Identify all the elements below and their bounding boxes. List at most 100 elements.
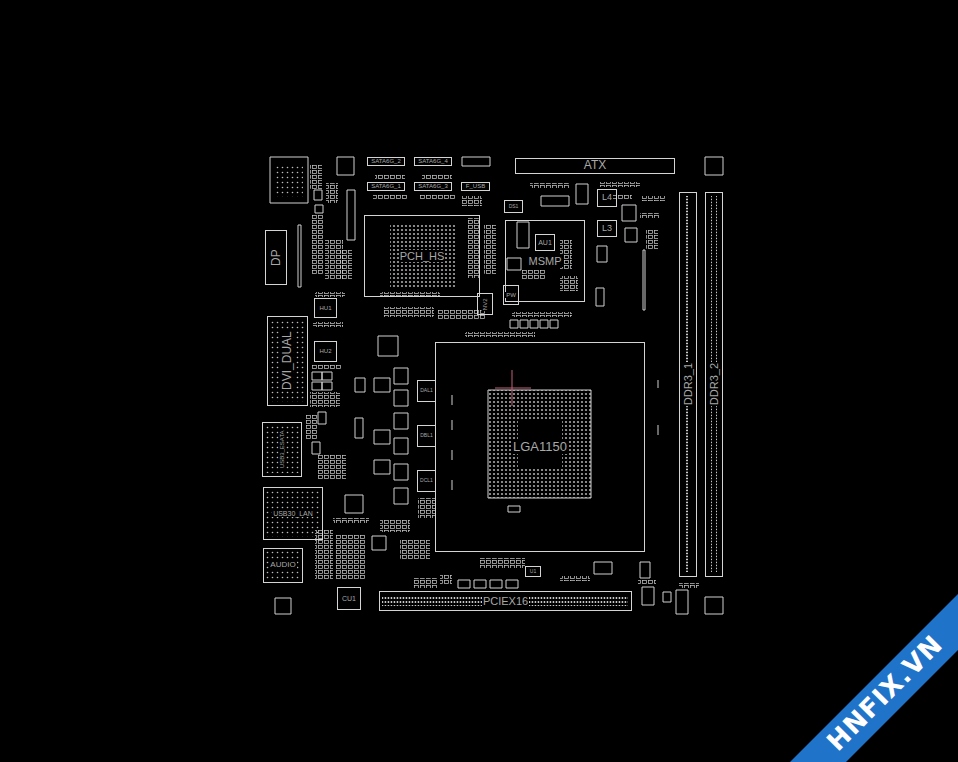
- board-artwork: [313, 322, 343, 327]
- board-artwork: [375, 174, 405, 179]
- component-outline: DDR3_1: [679, 192, 697, 577]
- component-outline: CU1: [337, 587, 361, 610]
- component-outline: HU2: [314, 341, 337, 362]
- board-artwork: [530, 183, 570, 188]
- part-label: AU1: [537, 239, 553, 247]
- part-label: DAL1: [419, 388, 434, 394]
- component-outline: HU1: [314, 298, 337, 318]
- board-artwork: [312, 215, 324, 275]
- part-label: AUDIO: [269, 561, 296, 570]
- part-label: DBL1: [419, 433, 434, 439]
- component-outline: SATA6G_2: [367, 157, 405, 166]
- board-artwork: [315, 530, 333, 580]
- board-artwork: [467, 218, 479, 278]
- component-outline: PW: [503, 285, 519, 305]
- board-artwork: [373, 194, 408, 199]
- component-outline: DP: [265, 230, 287, 285]
- component-outline: DAL1: [417, 380, 436, 402]
- board-artwork: [679, 583, 699, 588]
- component-outline: ATX: [515, 158, 675, 174]
- component-outline: SATA6G_3: [414, 182, 452, 191]
- part-label: DCL1: [419, 478, 434, 484]
- part-label: HU2: [318, 348, 332, 355]
- part-label: DS1: [508, 204, 520, 210]
- component-outline: L3: [597, 220, 617, 237]
- component-outline: AUDIO: [263, 548, 303, 583]
- board-artwork: [414, 578, 438, 588]
- part-label: DP: [269, 248, 282, 267]
- part-label: SATA6G_1: [370, 183, 401, 190]
- board-artwork: [641, 196, 665, 201]
- part-label: L3: [601, 224, 613, 234]
- board-artwork: [600, 182, 640, 187]
- part-label: PW: [505, 292, 517, 299]
- board-artwork: [384, 307, 434, 317]
- board-artwork: [638, 580, 656, 585]
- board-artwork: [646, 230, 658, 250]
- part-label: DVI_DUAL: [281, 331, 294, 392]
- board-artwork: [271, 320, 304, 402]
- board-artwork: [266, 490, 320, 537]
- board-artwork: [560, 576, 590, 581]
- component-outline: SATA6G_1: [367, 182, 405, 191]
- component-outline: NV2: [477, 293, 493, 315]
- part-label: USB30_LAN: [272, 510, 314, 518]
- component-outline: USB30_LAN: [263, 487, 323, 540]
- board-artwork: [462, 196, 482, 206]
- board-artwork: [326, 183, 338, 203]
- board-artwork: [488, 390, 591, 498]
- component-outline: DBL1: [417, 425, 436, 447]
- board-artwork: [522, 270, 546, 280]
- part-label: PCH_HS: [399, 250, 446, 262]
- board-artwork: [560, 276, 578, 291]
- component-outline: MSMPAU1: [505, 220, 585, 302]
- part-label: F_USB: [465, 183, 486, 190]
- board-artwork: [438, 310, 486, 320]
- board-artwork: [266, 551, 300, 581]
- component-outline: DCL1: [417, 470, 436, 492]
- board-artwork: [318, 455, 346, 480]
- board-artwork: [270, 157, 723, 614]
- board-artwork: [640, 213, 660, 218]
- board-artwork: [310, 392, 340, 407]
- part-label: SATA6G_3: [417, 183, 448, 190]
- board-artwork: [336, 535, 366, 580]
- board-artwork: [495, 370, 531, 406]
- component-outline: USB3_ESATA: [262, 422, 302, 477]
- part-label: ATX: [583, 159, 607, 172]
- board-artwork: [275, 165, 303, 197]
- component-outline: PCH_HS: [364, 215, 480, 297]
- component-outline: LGA1150: [435, 342, 645, 552]
- part-label: L4: [601, 193, 613, 203]
- board-artwork: [465, 332, 535, 337]
- part-label: SATA6G_4: [417, 158, 448, 165]
- board-artwork: [422, 174, 452, 179]
- board-artwork: [790, 594, 958, 762]
- board-artwork: [305, 415, 317, 440]
- board-artwork: [310, 165, 322, 190]
- component-outline: U1: [525, 566, 541, 577]
- watermark-text: HNFIX.VN: [822, 630, 949, 757]
- part-label: SATA6G_2: [370, 158, 401, 165]
- component-outline: DVI_DUAL: [267, 316, 308, 406]
- board-artwork: [305, 165, 699, 588]
- component-outline: DS1: [504, 200, 523, 213]
- board-artwork: [390, 225, 591, 498]
- board-artwork: [315, 292, 345, 297]
- board-artwork: [612, 194, 632, 199]
- board-artwork: [420, 194, 455, 199]
- board-artwork: [512, 312, 572, 317]
- part-label: U1: [529, 569, 537, 575]
- board-artwork: [440, 574, 452, 584]
- part-label: NV2: [482, 297, 489, 311]
- board-artwork: [480, 558, 525, 568]
- part-label: LGA1150: [512, 440, 568, 454]
- component-outline: AU1: [535, 234, 555, 251]
- component-outline: DDR3_2: [705, 192, 723, 577]
- component-outline: PCIEX16: [379, 591, 632, 611]
- board-artwork: [340, 250, 352, 280]
- component-outline: F_USB: [461, 182, 490, 191]
- board-artwork: [484, 224, 496, 274]
- board-artwork: [418, 498, 436, 518]
